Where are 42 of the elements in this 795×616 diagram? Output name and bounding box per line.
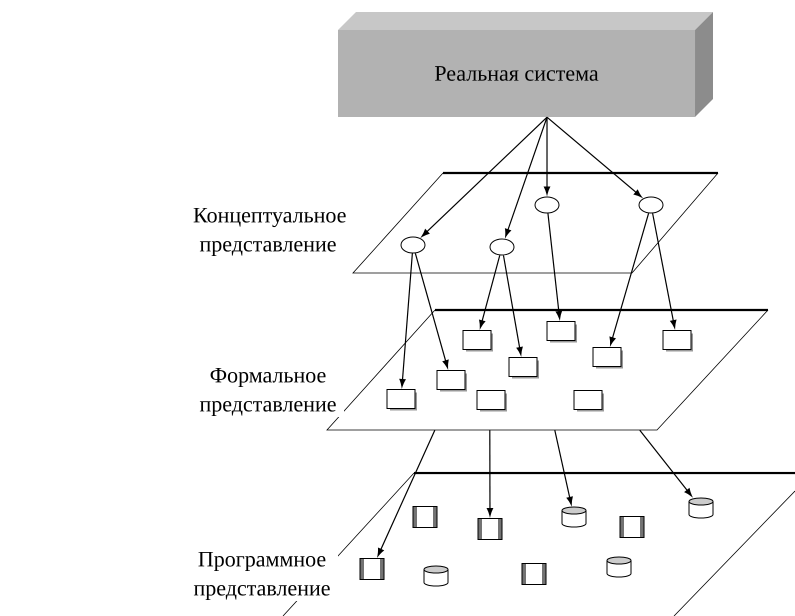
square [412, 506, 438, 528]
ellipse [638, 196, 664, 214]
rectangle [592, 347, 623, 368]
rectangle [508, 357, 539, 378]
arrow [554, 430, 573, 505]
arrow [505, 117, 548, 237]
arrow [422, 116, 548, 237]
arrow [546, 116, 642, 198]
ellipse [534, 196, 560, 214]
square [360, 558, 384, 580]
arrow [639, 430, 692, 496]
ellipse [490, 238, 514, 256]
plane-label: Концептуальное представление [192, 206, 346, 258]
square [522, 563, 546, 585]
cylinder [606, 556, 632, 578]
arrow [486, 430, 494, 516]
arrow [652, 213, 676, 328]
rectangle [546, 321, 577, 342]
cylinder [562, 506, 586, 528]
rectangle [476, 390, 507, 412]
cylinder [424, 566, 448, 586]
square [620, 516, 644, 538]
rectangle [462, 330, 493, 352]
arrow [377, 430, 436, 556]
ellipse [400, 236, 426, 254]
arrow [479, 255, 500, 328]
block-3d: Реальная система [338, 12, 713, 117]
arrow [399, 253, 413, 387]
square [478, 518, 502, 540]
rectangle [386, 389, 417, 410]
arrow [610, 213, 650, 346]
plane-label: Формальное представление [192, 366, 344, 418]
cylinder [688, 498, 714, 518]
arrow [547, 213, 562, 319]
plane [352, 172, 718, 274]
plane-label: Программное представление [186, 550, 338, 602]
rectangle [662, 330, 693, 352]
arrow [502, 255, 523, 355]
rectangle [574, 390, 604, 412]
arrow [414, 253, 449, 368]
arrow [544, 117, 550, 194]
rectangle [436, 370, 467, 392]
